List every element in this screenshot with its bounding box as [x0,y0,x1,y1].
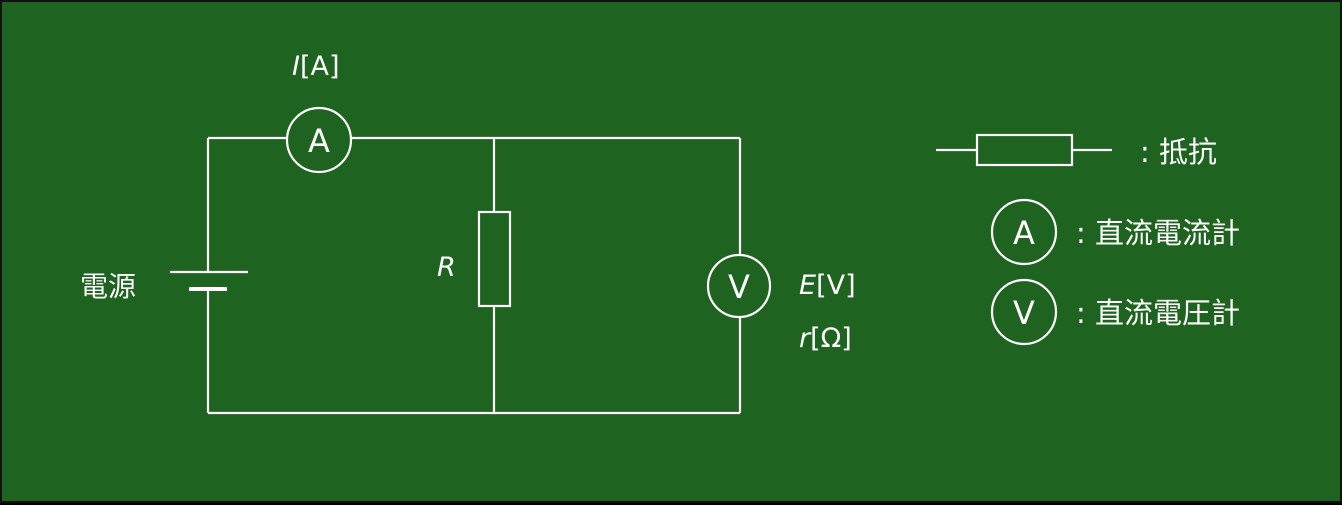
legend-voltmeter: V : 直流電圧計 [990,278,1240,346]
legend-ammeter-text: : 直流電流計 [1076,216,1240,250]
voltmeter-circle [706,253,772,319]
battery-symbol [170,270,248,291]
legend-voltmeter-symbol: V [1013,294,1035,332]
emf-symbol: E [799,270,816,301]
legend-resistor-text: : 抵抗 [1140,135,1217,169]
circuit-wires [206,136,742,415]
internal-resistance-label: r[Ω] [799,323,852,354]
voltmeter: V [706,253,772,319]
legend-ammeter-symbol: A [1013,214,1035,252]
internal-resistance-symbol: r [799,323,812,354]
legend-voltmeter-text: : 直流電圧計 [1076,296,1240,330]
legend-ammeter: A : 直流電流計 [990,198,1240,266]
current-unit: [A] [300,51,340,82]
legend-voltmeter-circle [990,278,1058,346]
internal-resistance-unit: [Ω] [810,323,852,354]
ammeter-circle [285,106,353,174]
legend-ammeter-circle [990,198,1058,266]
legend: : 抵抗 A : 直流電流計 V : 直流電圧計 [936,133,1240,346]
current-symbol: I [292,51,300,82]
ammeter-symbol: A [308,122,330,160]
legend-resistor: : 抵抗 [936,133,1217,169]
source-label: 電源 [80,270,136,303]
emf-label: E[V] [799,270,856,301]
resistor-label: R [437,252,456,283]
emf-unit: [V] [816,270,856,301]
ammeter: A [285,106,353,174]
current-label: I[A] [292,51,340,82]
resistor-body [477,210,512,308]
legend-resistor-body [975,133,1074,167]
voltmeter-symbol: V [728,268,750,306]
